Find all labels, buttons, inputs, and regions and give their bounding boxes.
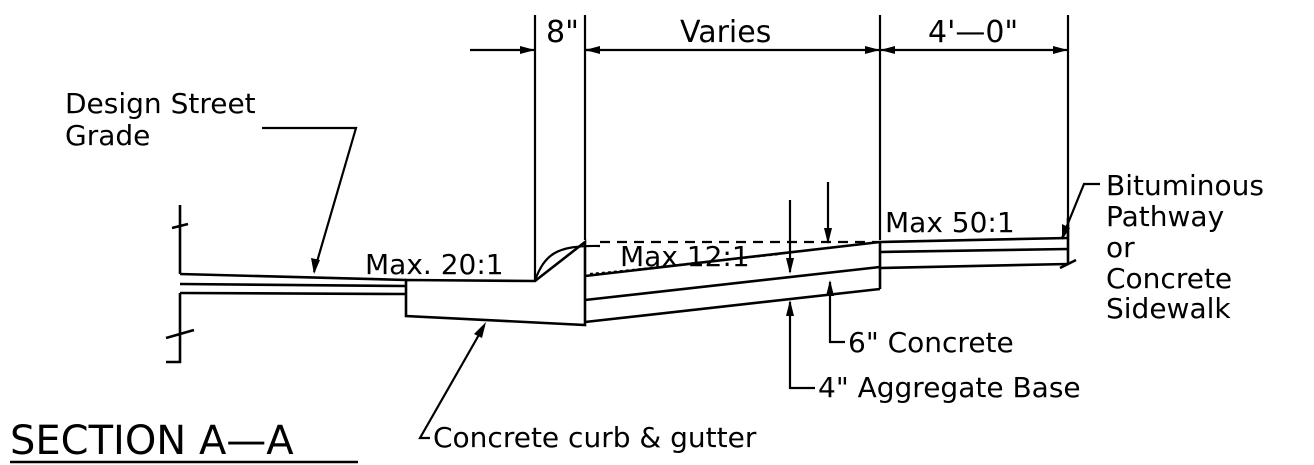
dimension-lines: [470, 15, 1070, 282]
curb-and-gutter: [404, 239, 587, 327]
max-20-1-label: Max. 20:1: [365, 248, 504, 281]
section-title: SECTION A—A: [10, 418, 294, 464]
pathway-break-symbol: [1059, 218, 1077, 270]
path-label-line4: Concrete: [1106, 262, 1232, 295]
curb-width-dimension: 8": [546, 15, 579, 50]
aggregate-base-label: 4" Aggregate Base: [818, 371, 1081, 404]
break-symbol-top: [171, 205, 189, 274]
path-width-dimension: 4'—0": [928, 15, 1018, 50]
street-pavement: [165, 205, 407, 364]
break-symbol-bottom: [165, 293, 195, 364]
design-grade-label-line2: Grade: [65, 119, 150, 152]
max-12-1-label: Max 12:1: [620, 240, 750, 273]
pathway-section: [879, 218, 1077, 270]
curb-gutter-label: Concrete curb & gutter: [433, 421, 757, 454]
max-50-1-label: Max 50:1: [885, 206, 1015, 239]
section-title-group: SECTION A—A: [10, 418, 358, 464]
path-label-line2: Pathway: [1106, 200, 1224, 233]
callout-labels: Design Street Grade Max. 20:1 Max 12:1 M…: [65, 87, 1264, 454]
concrete-thickness-label: 6" Concrete: [848, 326, 1014, 359]
design-grade-label-line1: Design Street: [65, 87, 256, 120]
boulevard-section: [584, 240, 882, 324]
path-label-line1: Bituminous: [1106, 169, 1264, 202]
design-grade-leader: [262, 126, 358, 273]
dimension-labels: 8" Varies 4'—0": [546, 15, 1018, 50]
path-label-line5: Sidewalk: [1106, 292, 1231, 325]
boulevard-width-dimension: Varies: [680, 15, 771, 50]
path-label-line3: or: [1106, 231, 1135, 264]
topsoil-line: [589, 252, 781, 276]
leaders: [262, 126, 1100, 440]
